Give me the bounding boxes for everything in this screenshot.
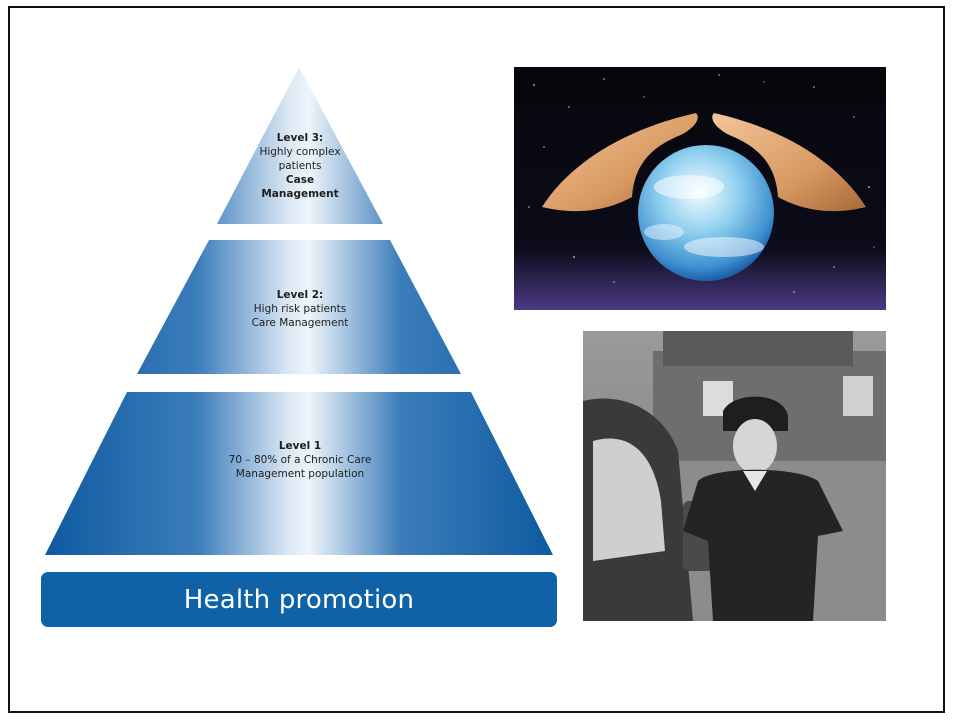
health-promotion-label: Health promotion bbox=[183, 584, 415, 615]
pyramid-level-1-tier bbox=[45, 392, 553, 555]
level-3-line-4: Management bbox=[261, 188, 339, 200]
level-3-title: Level 3: bbox=[276, 132, 324, 144]
pyramid-level-2-tier bbox=[137, 240, 461, 374]
level-1-line-1: 70 – 80% of a Chronic Care bbox=[228, 454, 372, 466]
slide-frame bbox=[8, 6, 945, 713]
globe-in-hands-photo bbox=[514, 67, 886, 310]
level-2-title: Level 2: bbox=[276, 289, 324, 301]
health-promotion-banner: Health promotion bbox=[41, 572, 557, 627]
level-3-line-1: Highly complex bbox=[259, 146, 341, 158]
level-1-line-2: Management population bbox=[235, 468, 365, 480]
pyramid-level-3-tier bbox=[217, 67, 383, 224]
vintage-nurse-image bbox=[583, 331, 886, 621]
level-2-line-1: High risk patients bbox=[253, 303, 347, 315]
level-3-line-3: Case bbox=[285, 174, 315, 186]
level-1-title: Level 1 bbox=[278, 440, 322, 452]
level-3-label: Level 3: Highly complex patients Case Ma… bbox=[238, 131, 362, 201]
level-2-line-2: Care Management bbox=[251, 317, 349, 329]
vintage-nurse-photo bbox=[583, 331, 886, 621]
level-1-label: Level 1 70 – 80% of a Chronic Care Manag… bbox=[190, 439, 410, 481]
level-2-label: Level 2: High risk patients Care Managem… bbox=[220, 288, 380, 330]
globe-in-hands-image bbox=[514, 67, 886, 310]
level-3-line-2: patients bbox=[278, 160, 322, 172]
